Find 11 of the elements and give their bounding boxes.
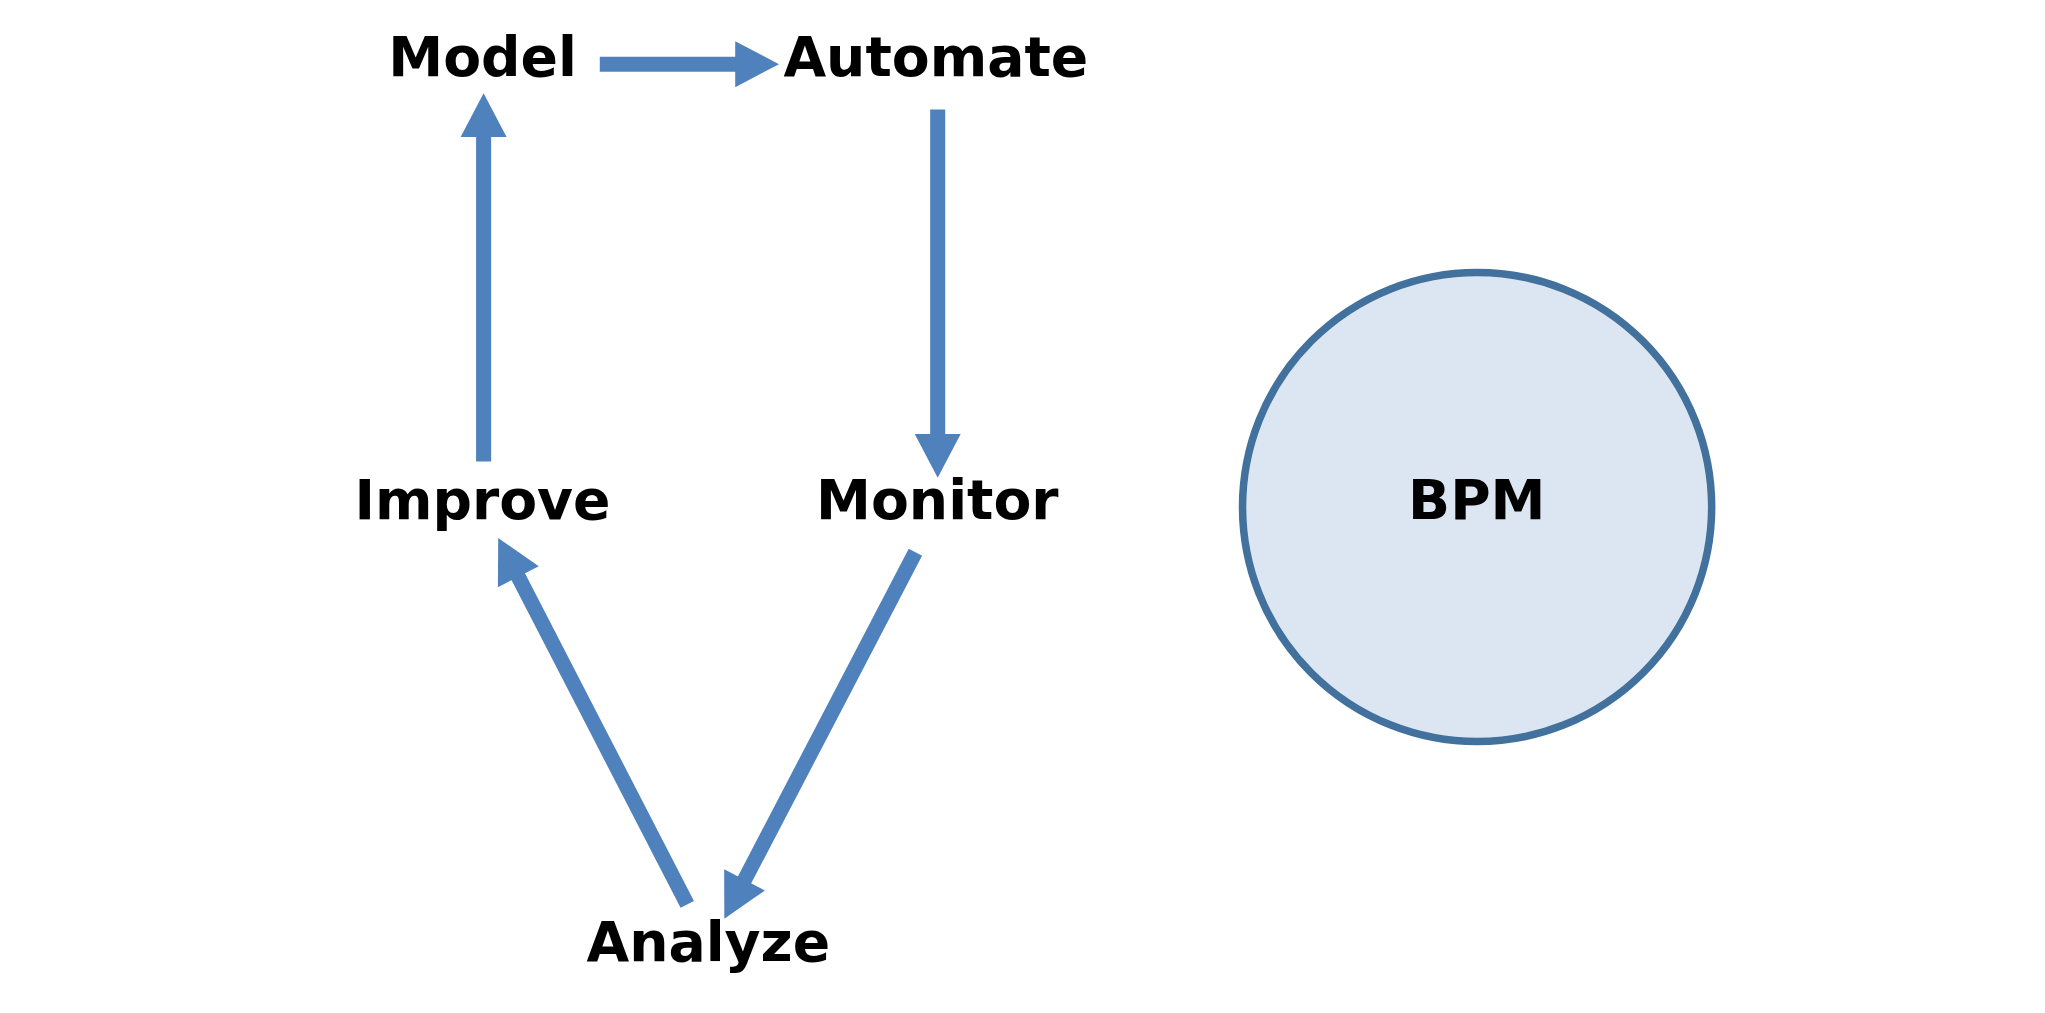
- arrow: [914, 109, 961, 478]
- arrow: [599, 40, 779, 87]
- node-circle: BPM: [1238, 268, 1715, 745]
- arrow: [460, 92, 507, 462]
- node-text: Analyze: [585, 909, 830, 974]
- arrow: [497, 537, 694, 908]
- arrow: [723, 548, 922, 919]
- node-text: Improve: [353, 467, 610, 532]
- node-text: Model: [387, 24, 577, 89]
- node-text: Automate: [782, 24, 1088, 89]
- node-text: Monitor: [815, 467, 1059, 532]
